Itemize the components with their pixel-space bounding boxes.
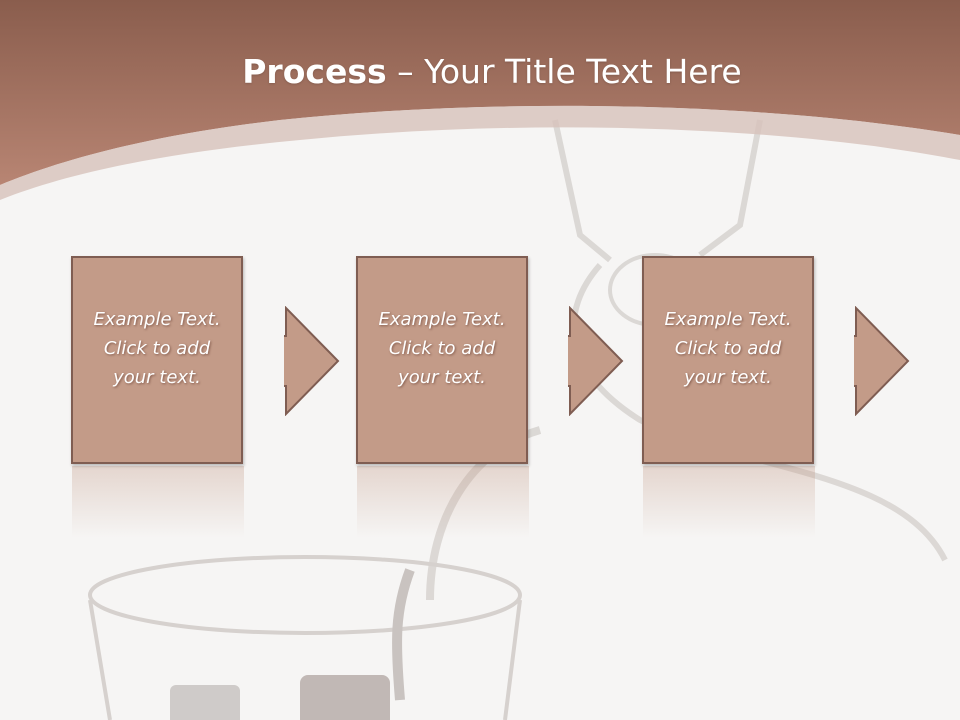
step-2-reflection: [357, 466, 529, 538]
step-2-box[interactable]: Example Text. Click to add your text.: [356, 256, 528, 464]
step-1-box[interactable]: Example Text. Click to add your text.: [71, 256, 243, 464]
right-arrow-icon: [568, 306, 624, 416]
right-arrow-icon: [284, 306, 340, 416]
step-3-box[interactable]: Example Text. Click to add your text.: [642, 256, 814, 464]
step-2-text[interactable]: Example Text. Click to add your text.: [378, 308, 506, 388]
title-rest-part: – Your Title Text Here: [386, 52, 742, 91]
slide-title[interactable]: Process – Your Title Text Here: [0, 52, 960, 91]
right-arrow-icon: [854, 306, 910, 416]
step-1-text[interactable]: Example Text. Click to add your text.: [93, 308, 221, 388]
drinking-glass-image: [88, 555, 522, 720]
step-1-reflection: [72, 466, 244, 538]
step-3-reflection: [643, 466, 815, 538]
step-3-text[interactable]: Example Text. Click to add your text.: [664, 308, 792, 388]
title-bold-part: Process: [242, 52, 387, 91]
